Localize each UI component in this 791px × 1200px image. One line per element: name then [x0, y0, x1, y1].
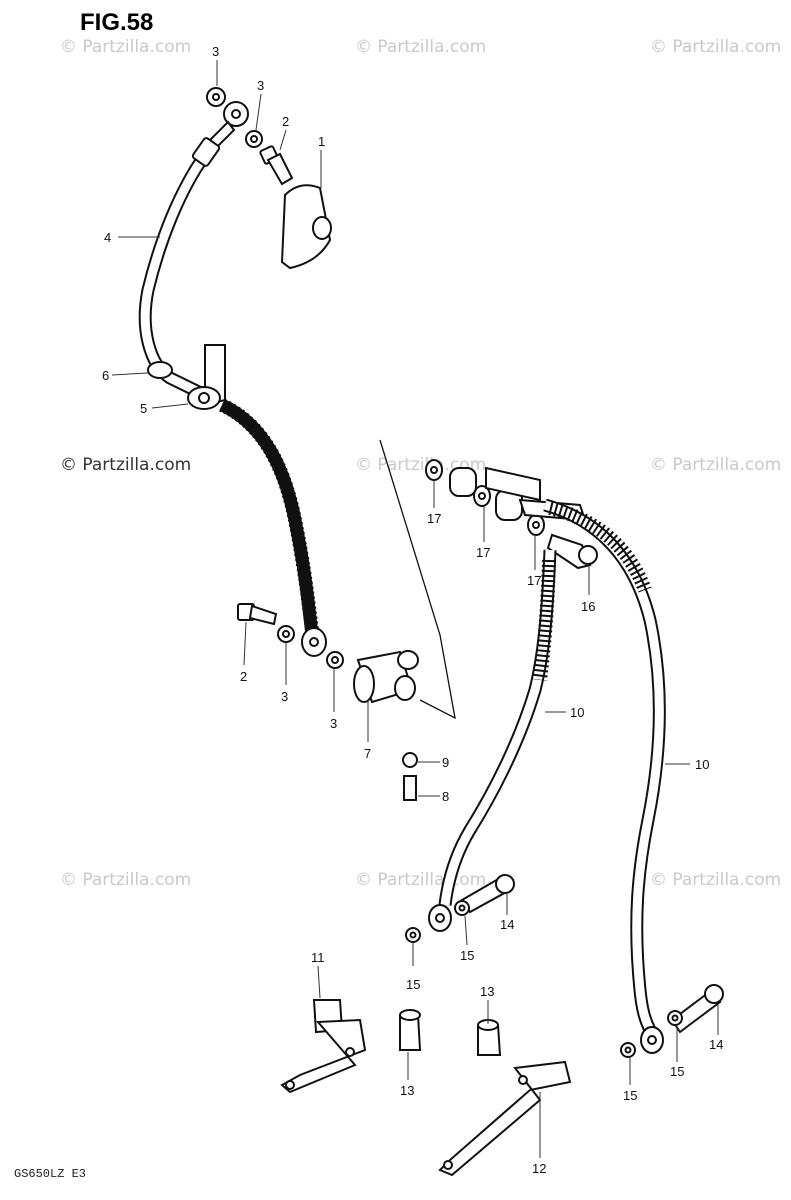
- part-5-hose-clamp: [187, 344, 226, 410]
- part-16-bolt: [546, 533, 598, 570]
- callout-3: 3: [281, 689, 288, 704]
- callout-15: 15: [406, 977, 420, 992]
- part-3-gasket: [206, 87, 226, 107]
- callout-17: 17: [527, 573, 541, 588]
- callout-2: 2: [282, 114, 289, 129]
- part-15-gasket: [620, 1042, 636, 1058]
- callout-5: 5: [140, 401, 147, 416]
- part-13-grommet: [399, 1009, 422, 1051]
- part-2-union-bolt: [237, 603, 278, 626]
- callout-6: 6: [102, 368, 109, 383]
- part-3-gasket: [245, 130, 263, 148]
- callout-10: 10: [570, 705, 584, 720]
- part-14-bolt: [460, 874, 515, 914]
- callout-3: 3: [257, 78, 264, 93]
- callout-15: 15: [460, 948, 474, 963]
- leader-lines: [111, 60, 719, 1158]
- callout-7: 7: [364, 746, 371, 761]
- callout-17: 17: [476, 545, 490, 560]
- section-outline: [379, 439, 456, 720]
- callout-13: 13: [480, 984, 494, 999]
- watermark: © Partzilla.com: [650, 870, 781, 890]
- callout-3: 3: [330, 716, 337, 731]
- part-6-grommet: [147, 361, 173, 379]
- part-15-gasket: [454, 900, 470, 916]
- watermark: © Partzilla.com: [60, 870, 191, 890]
- part-3-gasket: [277, 625, 295, 643]
- part-15-gasket: [405, 927, 421, 943]
- part-12-clamp: [438, 1060, 572, 1177]
- part-3-gasket: [326, 651, 344, 669]
- part-2-union-bolt: [259, 145, 294, 186]
- callout-16: 16: [581, 599, 595, 614]
- figure-title: FIG.58: [80, 9, 153, 36]
- part-8-bolt: [403, 775, 417, 801]
- callout-2: 2: [240, 669, 247, 684]
- callout-1: 1: [318, 134, 325, 149]
- watermark: © Partzilla.com: [355, 37, 486, 57]
- callout-8: 8: [442, 789, 449, 804]
- part-13-grommet: [477, 1019, 502, 1056]
- watermark: © Partzilla.com: [650, 37, 781, 57]
- part-14-bolt: [670, 984, 724, 1034]
- callout-14: 14: [500, 917, 514, 932]
- part-4-brake-hose: [138, 101, 249, 406]
- callout-12: 12: [532, 1161, 546, 1176]
- callout-3: 3: [212, 44, 219, 59]
- callout-15: 15: [623, 1088, 637, 1103]
- callout-17: 17: [427, 511, 441, 526]
- part-1-cover: [280, 184, 332, 270]
- figure-code: GS650LZ E3: [14, 1167, 86, 1181]
- watermark: © Partzilla.com: [650, 455, 781, 475]
- part-17-gasket: [425, 459, 443, 481]
- watermark: © Partzilla.com: [60, 455, 191, 475]
- callout-11: 11: [311, 950, 325, 965]
- callout-4: 4: [104, 230, 111, 245]
- watermark: © Partzilla.com: [60, 37, 191, 57]
- callout-13: 13: [400, 1083, 414, 1098]
- part-17-gasket: [473, 485, 491, 507]
- callout-15: 15: [670, 1064, 684, 1079]
- part-7-three-way-joint: [353, 650, 419, 704]
- callouts: 3 3 2 1 4 6 5 2 3 3 7 9 8 17 17 17 16 10…: [102, 44, 723, 1176]
- part-4-lower-hose: [218, 398, 327, 657]
- callout-10: 10: [695, 757, 709, 772]
- part-10-brake-hose-left: [428, 549, 557, 932]
- callout-14: 14: [709, 1037, 723, 1052]
- part-9-washer: [402, 752, 418, 768]
- part-17-gasket: [527, 514, 545, 536]
- callout-9: 9: [442, 755, 449, 770]
- part-15-gasket: [667, 1010, 683, 1026]
- part-11-clamp: [280, 999, 367, 1094]
- watermark: © Partzilla.com: [355, 870, 486, 890]
- part-10-brake-hose-right: [543, 498, 666, 1054]
